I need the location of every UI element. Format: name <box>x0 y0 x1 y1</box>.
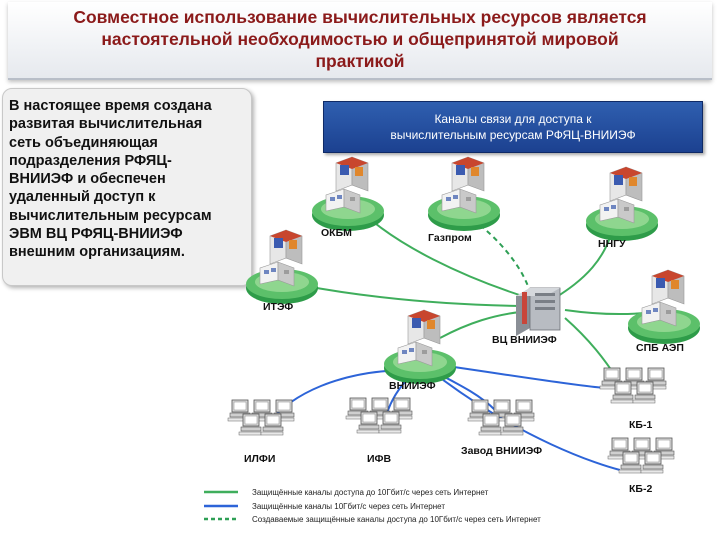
node-label-zavod: Завод ВНИИЭФ <box>461 445 542 457</box>
title-line-2: настоятельной необходимостью и общеприня… <box>101 29 619 49</box>
intro-line: вычислительным ресурсам <box>9 207 212 224</box>
intro-line: В настоящее время создана <box>9 98 212 114</box>
legend-dashed-label: Создаваемые защищённые каналы доступа до… <box>252 515 541 524</box>
slide-title: Совместное использование вычислительных … <box>8 6 712 72</box>
caption-line-1: Каналы связи для доступа к <box>434 112 592 126</box>
legend-blue-label: Защищённые каналы 10Гбит/с через сеть Ин… <box>252 502 445 511</box>
node-label-vniief: ВНИИЭФ <box>389 380 436 392</box>
site-nngu-icon <box>585 166 659 242</box>
node-label-ifv: ИФВ <box>367 453 392 465</box>
intro-box: В настоящее время создана развитая вычис… <box>2 88 252 286</box>
node-label-spb: СПБ АЭП <box>636 342 684 354</box>
workstations-kb2-icon <box>608 438 674 473</box>
intro-line: ВНИИЭФ и обеспечен <box>9 171 166 188</box>
link-vniief-vc <box>439 311 521 339</box>
site-okbm-icon <box>311 156 385 232</box>
node-label-vc: ВЦ ВНИИЭФ <box>492 334 557 346</box>
title-line-3: практикой <box>315 51 405 71</box>
legend-green-label: Защищённые каналы доступа до 10Гбит/с че… <box>252 488 489 497</box>
workstations-ifv-icon <box>346 398 412 433</box>
workstations-kb1-icon <box>600 368 666 403</box>
intro-text: В настоящее время создана развитая вычис… <box>9 97 249 262</box>
workstations-ilfi-icon <box>228 400 294 435</box>
node-label-kb1: КБ-1 <box>629 419 652 431</box>
node-label-okbm: ОКБМ <box>321 227 352 239</box>
intro-line: сеть объединяющая <box>9 134 158 151</box>
node-label-nngu: ННГУ <box>598 238 626 250</box>
site-gazprom-icon <box>427 156 501 232</box>
server-rack-icon <box>516 287 561 336</box>
intro-line: внешним организациям. <box>9 244 185 261</box>
link-vniief-kb1 <box>439 364 606 389</box>
intro-line: ЭВМ ВЦ РФЯЦ-ВНИИЭФ <box>9 226 183 243</box>
intro-line: развитая вычислительная <box>9 116 203 133</box>
site-spb-icon <box>627 269 701 345</box>
link-gazprom-vc <box>479 224 531 293</box>
legend: Защищённые каналы доступа до 10Гбит/с че… <box>204 488 541 524</box>
intro-line: удаленный доступ к <box>9 189 156 206</box>
caption-line-2: вычислительным ресурсам РФЯЦ-ВНИИЭФ <box>390 128 636 142</box>
title-line-1: Совместное использование вычислительных … <box>73 7 647 27</box>
node-label-kb2: КБ-2 <box>629 483 652 495</box>
intro-line: подразделения РФЯЦ- <box>9 152 172 169</box>
site-itef-icon <box>245 229 319 305</box>
link-itef-vc <box>299 284 521 307</box>
diagram-caption: Каналы связи для доступа к вычислительны… <box>324 111 702 143</box>
node-label-gazprom: Газпром <box>428 232 472 244</box>
node-label-itef: ИТЭФ <box>263 301 293 313</box>
diagram-caption-box: Каналы связи для доступа к вычислительны… <box>323 101 703 153</box>
node-label-ilfi: ИЛФИ <box>244 453 275 465</box>
title-box: Совместное использование вычислительных … <box>8 2 712 80</box>
site-vniief-icon <box>383 309 457 385</box>
link-vniief-kb2 <box>429 369 621 471</box>
